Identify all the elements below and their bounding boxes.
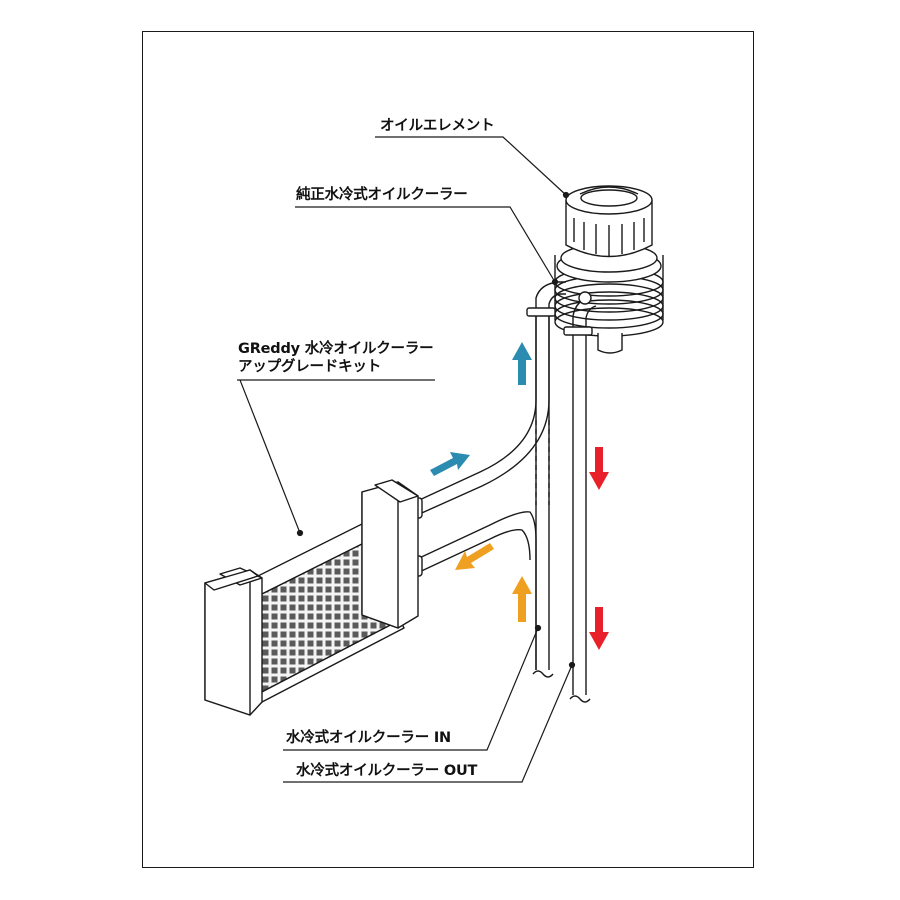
leader-lines — [237, 136, 576, 783]
stock-cooler-label: 純正水冷式オイルクーラー — [296, 187, 468, 203]
cooler-out-pipe — [572, 334, 587, 695]
pipe-break-mark — [532, 670, 554, 678]
lower-hose — [414, 511, 537, 670]
diag-arrow-orange — [455, 543, 494, 570]
leader-oil-element — [375, 136, 567, 196]
greddy-cooler-kit — [204, 479, 419, 716]
diag-arrow-blue — [430, 452, 470, 476]
upper-hose — [414, 312, 550, 517]
leader-stock-cooler — [295, 206, 556, 283]
leader-cooler-in — [283, 627, 539, 751]
cooler-in-pipe — [535, 308, 550, 670]
kit-label-line1: GReddy 水冷オイルクーラー — [238, 341, 434, 357]
leader-cooler-out — [283, 664, 573, 783]
stock-cooler-connections — [526, 281, 597, 336]
cooler-out-label: 水冷式オイルクーラー OUT — [296, 763, 478, 779]
down-arrow-red-bottom — [589, 607, 609, 650]
up-arrow-blue-top — [512, 342, 532, 385]
leader-kit — [239, 379, 301, 534]
up-arrow-orange — [512, 576, 532, 622]
down-arrow-red-top — [589, 447, 609, 490]
cooler-in-label: 水冷式オイルクーラー IN — [286, 730, 451, 746]
kit-label-line2: アップグレードキット — [238, 359, 381, 375]
diagram-frame — [142, 31, 754, 868]
pipe-break-mark — [569, 695, 591, 703]
oil-element-label: オイルエレメント — [380, 118, 495, 134]
